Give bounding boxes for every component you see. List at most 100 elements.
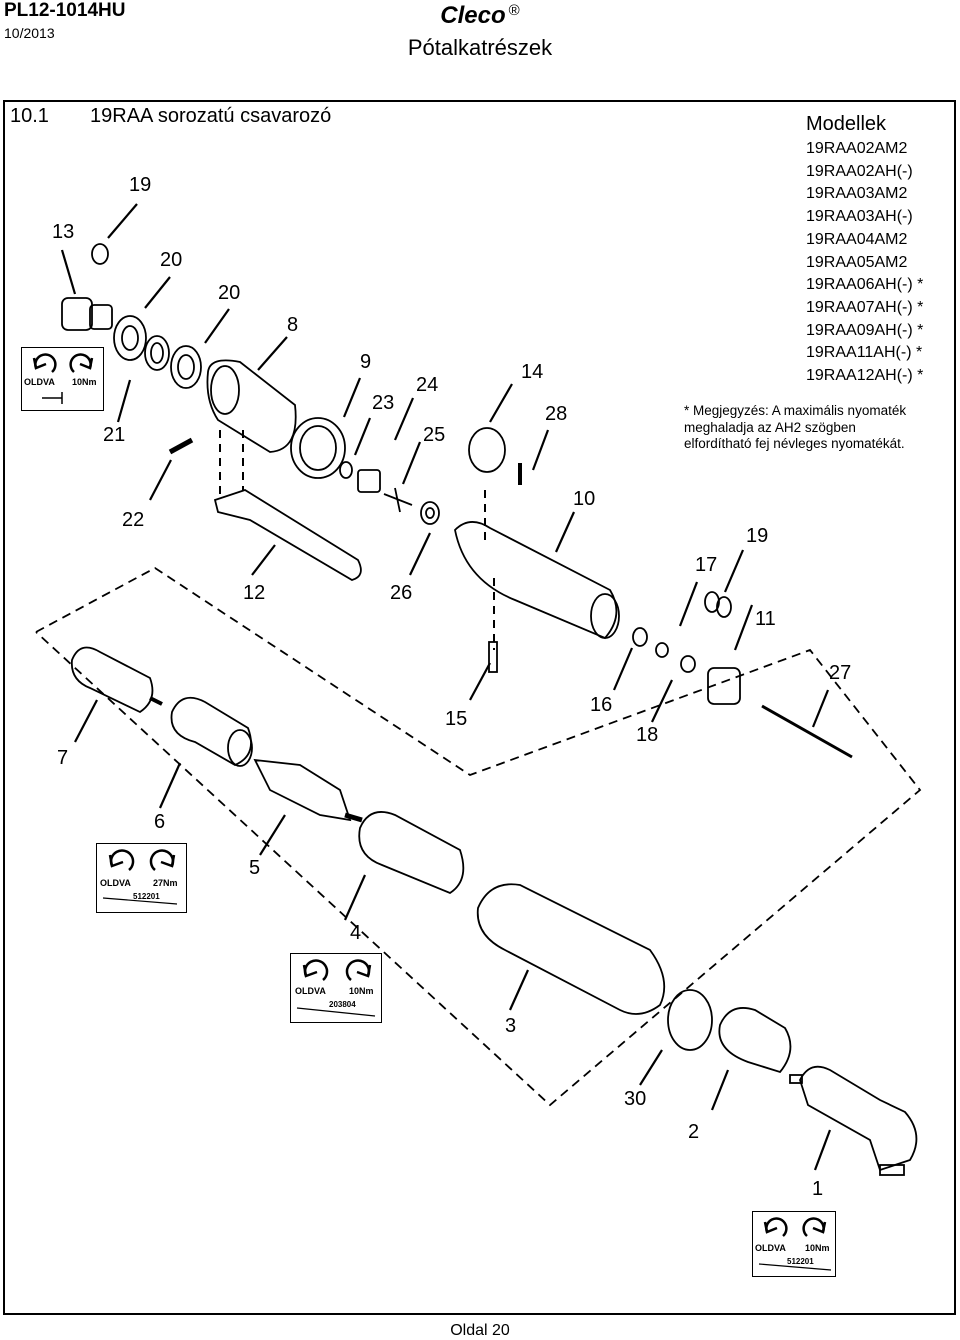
section-title: 19RAA sorozatú csavarozó [90, 105, 332, 127]
callout-2: 2 [688, 1121, 700, 1143]
callout-5: 5 [249, 857, 261, 879]
callout-28: 28 [545, 403, 568, 425]
model-item: 19RAA05AM2 [806, 253, 908, 271]
part-ring [339, 461, 353, 479]
part-washer [113, 315, 147, 361]
part-washer [144, 335, 170, 371]
part-oring [704, 591, 720, 613]
part-number: 512201 [787, 1257, 814, 1266]
torque-direction-label: OLDVA [24, 377, 55, 387]
torque-label: OLDVA 27Nm 512201 [96, 843, 187, 913]
note-line: elfordítható fej névleges nyomatékát. [684, 436, 905, 451]
torque-value: 27Nm [153, 878, 178, 888]
part-pin [488, 641, 498, 673]
rotation-arrows-icon [102, 849, 178, 905]
part-oring [468, 427, 506, 473]
model-item: 19RAA04AM2 [806, 230, 908, 248]
callout-19: 19 [129, 174, 152, 196]
part-housing [206, 359, 297, 453]
note-line: * Megjegyzés: A maximális nyomaték [684, 403, 907, 418]
page-footer: Oldal 20 [450, 1322, 510, 1339]
dashed-boundary [35, 566, 922, 1107]
callout-13: 13 [52, 221, 75, 243]
part-washer [170, 345, 202, 389]
registered-mark: ® [508, 2, 520, 19]
brand-logo: Cleco® [0, 2, 960, 30]
part-sleeve [718, 1007, 792, 1074]
callout-27: 27 [829, 662, 852, 684]
model-item: 19RAA02AM2 [806, 140, 908, 157]
torque-value: 10Nm [349, 986, 374, 996]
torque-label: OLDVA 10Nm 203804 [290, 953, 382, 1023]
part-valve [383, 487, 413, 513]
model-item: 19RAA11AH(-) * [806, 344, 923, 362]
callout-1: 1 [812, 1178, 824, 1200]
part-bushing [632, 627, 648, 647]
rotation-arrows-icon [296, 959, 376, 1017]
part-spring [357, 469, 381, 493]
part-number: 203804 [329, 1000, 356, 1009]
model-item: 19RAA09AH(-) * [806, 321, 924, 339]
callout-23: 23 [372, 392, 395, 414]
model-item: 19RAA07AH(-) * [806, 298, 924, 316]
torque-direction-label: OLDVA [100, 878, 131, 888]
part-number: 512201 [133, 892, 160, 901]
part-valve [707, 667, 741, 705]
part-clutch [253, 758, 352, 822]
rotation-arrows-icon [32, 353, 94, 404]
part-collar [290, 417, 346, 479]
callout-19: 19 [746, 525, 769, 547]
callout-14: 14 [521, 361, 544, 383]
callout-16: 16 [590, 694, 613, 716]
note-line: meghaladja az AH2 szögben [684, 419, 856, 435]
callout-18: 18 [636, 724, 659, 746]
drawing-frame [3, 100, 956, 1315]
document-date: 10/2013 [4, 25, 55, 41]
models-heading: Modellek [806, 113, 887, 135]
part-rod [761, 704, 853, 759]
part-ring [667, 989, 713, 1051]
part-washer [420, 501, 440, 525]
model-item: 19RAA03AH(-) [806, 208, 913, 226]
parts [61, 243, 918, 1176]
callout-10: 10 [573, 488, 596, 510]
torque-label: OLDVA 10Nm [21, 347, 104, 411]
callout-20: 20 [218, 282, 241, 304]
part-gear-housing [358, 811, 465, 895]
callout-12: 12 [243, 582, 266, 604]
model-item: 19RAA02AH(-) [806, 162, 913, 180]
callout-20: 20 [160, 249, 183, 271]
callout-3: 3 [505, 1015, 517, 1037]
part-oring [91, 243, 109, 265]
torque-direction-label: OLDVA [295, 986, 326, 996]
part-inlet [61, 297, 93, 331]
callout-11: 11 [755, 608, 776, 630]
leader-lines [60, 203, 832, 1171]
model-note: * Megjegyzés: A maximális nyomaték megha… [684, 403, 954, 453]
callout-30: 30 [624, 1088, 647, 1110]
callout-26: 26 [390, 582, 413, 604]
torque-value: 10Nm [72, 377, 97, 387]
part-pin [168, 437, 194, 455]
callout-25: 25 [423, 424, 446, 446]
callout-22: 22 [122, 509, 145, 531]
torque-direction-label: OLDVA [755, 1243, 786, 1253]
callout-21: 21 [103, 424, 126, 446]
document-title: Pótalkatrészek [407, 35, 553, 60]
part-gear [170, 696, 252, 767]
part-angle-head [799, 1065, 918, 1172]
callout-7: 7 [57, 747, 69, 769]
section-number: 10.1 [10, 105, 49, 127]
part-inlet-thread [89, 304, 113, 330]
part-oring [716, 596, 732, 618]
callout-9: 9 [360, 351, 372, 373]
callout-15: 15 [445, 708, 468, 730]
part-washer [655, 642, 669, 658]
part-washer [680, 655, 696, 673]
model-item: 19RAA12AH(-) * [806, 367, 924, 385]
torque-label: OLDVA 10Nm 512201 [752, 1211, 836, 1277]
model-item: 19RAA03AM2 [806, 185, 908, 203]
document-code: PL12-1014HU [4, 0, 126, 21]
brand-name: Cleco [440, 2, 506, 29]
